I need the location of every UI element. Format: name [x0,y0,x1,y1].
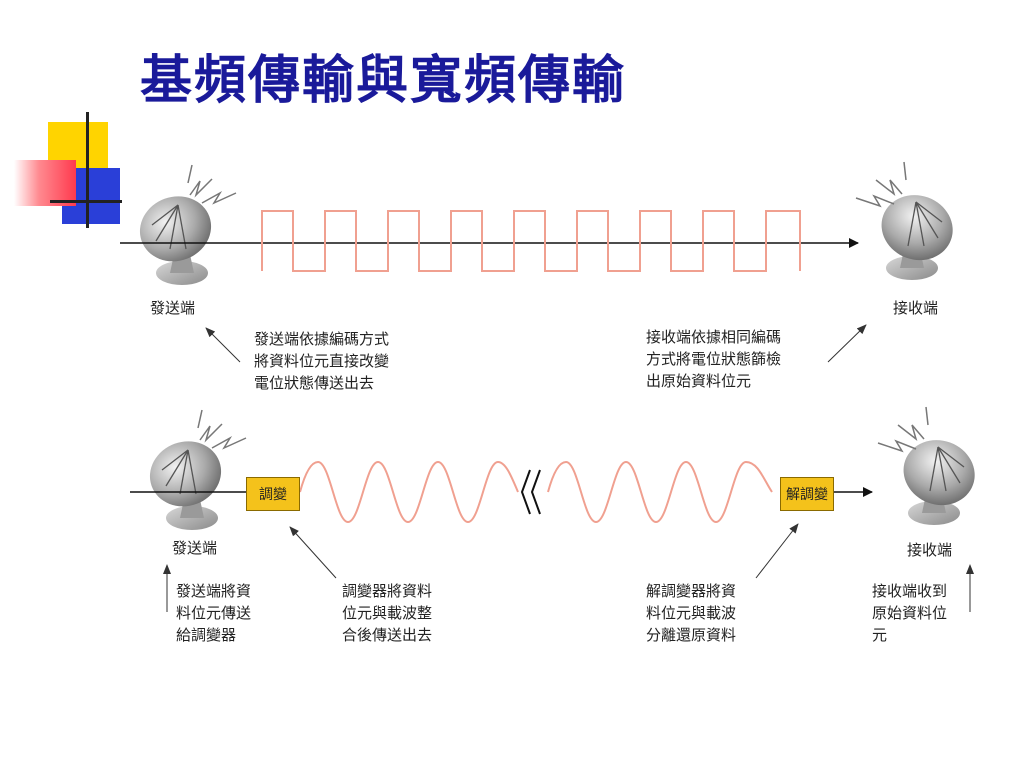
break-symbol-icon [520,469,541,515]
carrier-wave-right [547,460,773,524]
deco-red-square [14,160,76,206]
baseband-receiver-note: 接收端依據相同編碼 方式將電位狀態篩檢 出原始資料位元 [646,328,782,390]
deco-horizontal-line [50,200,122,203]
broadband-sender-note: 發送端將資 料位元傳送 給調變器 [176,582,252,644]
demodulator-label: 解調變 [786,487,828,503]
demodulator-box: 解調變 [780,477,834,511]
broadband-sender-label: 發送端 [172,539,218,557]
carrier-wave-left [299,460,519,524]
baseband-receiver-label: 接收端 [893,299,939,317]
sender-note-arrow [205,327,241,363]
receiver-antenna-icon [855,161,953,280]
receiver-antenna-icon [877,406,975,525]
square-wave [261,210,801,272]
broadband-receiver-note: 接收端收到 原始資料位 元 [872,582,948,644]
modulator-box: 調變 [246,477,300,511]
deco-vertical-line [86,112,89,228]
broadband-receiver-label: 接收端 [907,541,953,559]
modulator-note: 調變器將資料 位元與載波整 合後傳送出去 [342,582,433,644]
sender-antenna-icon [149,409,247,530]
modulator-note-arrow [289,526,337,579]
baseband-sender-note: 發送端依據編碼方式 將資料位元直接改變 電位狀態傳送出去 [254,330,390,392]
demodulator-note-arrow [755,523,799,579]
modulator-label: 調變 [259,487,287,503]
sender-antenna-icon [139,164,237,285]
baseband-sender-label: 發送端 [150,299,196,317]
page-title: 基頻傳輸與寬頻傳輸 [140,50,627,111]
demodulator-note: 解調變器將資 料位元與載波 分離還原資料 [646,582,737,644]
receiver-note-arrow [827,324,867,363]
